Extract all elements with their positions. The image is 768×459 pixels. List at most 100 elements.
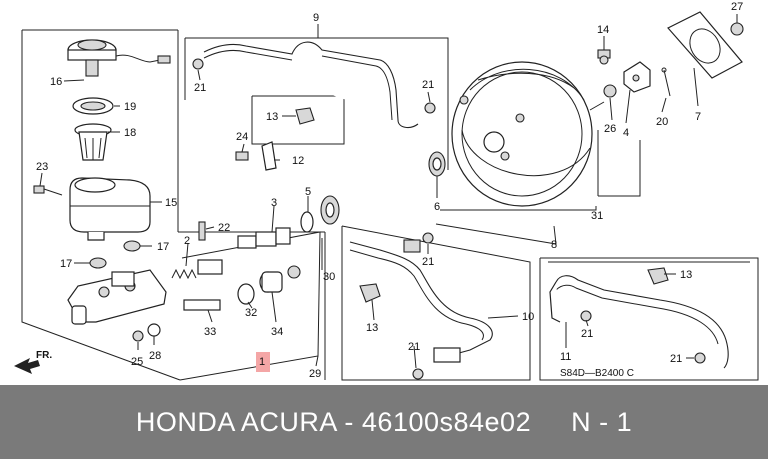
callout-28: 28 bbox=[149, 350, 161, 362]
hose-11-frame bbox=[539, 257, 759, 381]
callout-32: 32 bbox=[245, 307, 257, 319]
nut-26 bbox=[603, 84, 617, 98]
nut-25 bbox=[132, 330, 144, 342]
strainer-mesh bbox=[84, 137, 102, 160]
callout-3: 3 bbox=[271, 197, 277, 209]
callout-24: 24 bbox=[236, 131, 248, 143]
cap-float bbox=[85, 59, 99, 77]
bracket-12 bbox=[261, 141, 277, 171]
callout-26: 26 bbox=[604, 123, 616, 135]
callout-17-b: 17 bbox=[60, 258, 72, 270]
plate-hole bbox=[689, 28, 721, 64]
hose-clip-13-c bbox=[647, 267, 669, 285]
vacuum-hose-11 bbox=[555, 275, 729, 369]
booster-stud-a bbox=[515, 113, 525, 123]
callout-12: 12 bbox=[292, 155, 304, 167]
callout-21-c: 21 bbox=[422, 256, 434, 268]
piston-3-b bbox=[255, 231, 277, 247]
hose-10-frame bbox=[341, 225, 531, 381]
booster-center bbox=[483, 131, 505, 153]
callout-7: 7 bbox=[695, 111, 701, 123]
reservoir-cap-body bbox=[67, 49, 117, 61]
hose-clamp-21-a bbox=[192, 58, 204, 70]
bolt-14-washer bbox=[599, 55, 609, 65]
front-direction-label: FR. bbox=[36, 350, 52, 361]
hose-10-connector bbox=[403, 239, 421, 253]
callout-14: 14 bbox=[597, 24, 609, 36]
hose-clamp-21-c bbox=[422, 232, 434, 244]
callout-21-e: 21 bbox=[581, 328, 593, 340]
cap-sensor-wire bbox=[115, 54, 161, 63]
leader-lines bbox=[39, 14, 738, 369]
callout-8: 8 bbox=[551, 239, 557, 251]
clevis-pin-head bbox=[661, 67, 667, 73]
callout-11: 11 bbox=[560, 351, 571, 363]
callout-17-a: 17 bbox=[157, 241, 169, 253]
callout-21-d: 21 bbox=[408, 341, 420, 353]
callout-6: 6 bbox=[434, 201, 440, 213]
callout-10: 10 bbox=[522, 311, 534, 323]
spring-2 bbox=[171, 268, 197, 280]
vacuum-hose-9-edge bbox=[203, 49, 393, 121]
callout-21-a: 21 bbox=[194, 82, 206, 94]
callout-5: 5 bbox=[305, 186, 311, 198]
nut-27 bbox=[730, 22, 744, 36]
vacuum-hose-10 bbox=[349, 241, 493, 357]
callout-13-b: 13 bbox=[366, 322, 378, 334]
primary-piston-spring bbox=[171, 259, 223, 280]
seal-30-inner bbox=[325, 202, 335, 218]
booster-gasket-inner bbox=[432, 157, 442, 171]
booster-plate-7 bbox=[667, 11, 743, 79]
callout-23: 23 bbox=[36, 161, 48, 173]
callout-16: 16 bbox=[50, 76, 62, 88]
callout-29: 29 bbox=[309, 368, 321, 380]
piston-3-c bbox=[275, 227, 291, 245]
callout-22: 22 bbox=[218, 222, 230, 234]
clevis-hole bbox=[632, 74, 640, 82]
reservoir-outlet bbox=[87, 232, 105, 241]
callout-34: 34 bbox=[271, 326, 283, 338]
callout-33: 33 bbox=[204, 326, 216, 338]
callout-20: 20 bbox=[656, 116, 668, 128]
callout-30: 30 bbox=[323, 271, 335, 283]
booster-ribs bbox=[461, 68, 591, 177]
booster-check-port bbox=[459, 95, 469, 105]
pin-22 bbox=[198, 221, 206, 241]
callout-21-b: 21 bbox=[422, 79, 434, 91]
seal-ring bbox=[287, 265, 301, 279]
mc-boss bbox=[111, 271, 135, 287]
hose-10-end bbox=[433, 347, 461, 363]
reservoir-cap-top bbox=[77, 39, 107, 51]
diagram-code: S84D—B2400 C bbox=[560, 368, 634, 379]
hose-clamp-21-d bbox=[412, 368, 424, 380]
part-number-text: HONDA ACURA - 46100s84e02 N - 1 bbox=[135, 406, 633, 437]
cap-connector bbox=[157, 55, 171, 64]
hose-clamp-21-e bbox=[580, 310, 592, 322]
washer-28 bbox=[147, 323, 161, 337]
callout-18: 18 bbox=[124, 127, 136, 139]
booster-stud-b bbox=[500, 151, 510, 161]
piston-33 bbox=[183, 299, 221, 311]
vacuum-hose-11-edge bbox=[555, 284, 719, 345]
callout-2: 2 bbox=[184, 235, 190, 247]
hose-clip-13-a bbox=[295, 107, 315, 125]
hose-clamp-21-f bbox=[694, 352, 706, 364]
grommet-17-b bbox=[89, 257, 107, 269]
mc-port-a bbox=[98, 286, 110, 298]
brake-booster bbox=[451, 61, 593, 207]
callout-13-a: 13 bbox=[266, 111, 278, 123]
callout-21-f: 21 bbox=[670, 353, 682, 365]
master-cylinder-nose bbox=[71, 305, 87, 325]
bolt-23-shank bbox=[43, 188, 63, 196]
master-cylinder-frame-left bbox=[21, 30, 181, 381]
main-part-highlight bbox=[256, 352, 270, 372]
parts-diagram-svg: FR. S84D—B2400 C 1 2 3 4 5 6 7 8 9 10 11… bbox=[14, 1, 759, 381]
callout-15: 15 bbox=[165, 197, 177, 209]
callout-31: 31 bbox=[591, 210, 603, 222]
o-ring-32 bbox=[237, 283, 255, 305]
reservoir-neck bbox=[74, 177, 116, 193]
parts-diagram: FR. S84D—B2400 C 1 2 3 4 5 6 7 8 9 10 11… bbox=[14, 1, 759, 381]
callout-25: 25 bbox=[131, 356, 143, 368]
part-number-banner: HONDA ACURA - 46100s84e02 N - 1 bbox=[0, 385, 768, 459]
bolt-23-head bbox=[33, 185, 45, 194]
